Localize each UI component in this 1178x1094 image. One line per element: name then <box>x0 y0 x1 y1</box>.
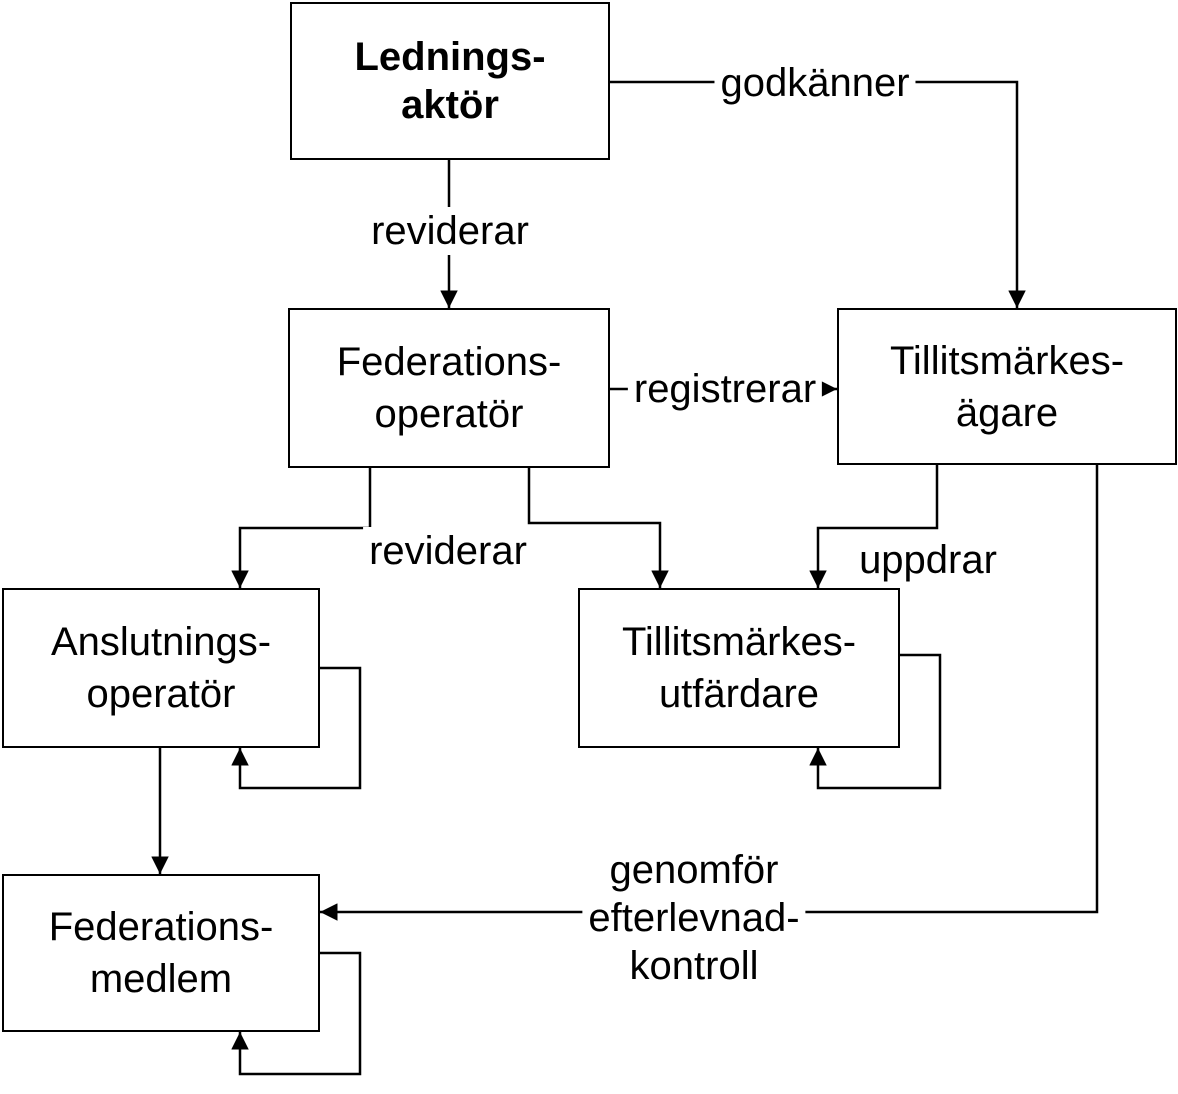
node-federationsmedlem: Federations- medlem <box>2 874 320 1032</box>
node-ledningsaktor: Lednings- aktör <box>290 2 610 160</box>
edge-label-uppdrar: uppdrar <box>853 536 1003 584</box>
node-federationsoperator: Federations- operatör <box>288 308 610 468</box>
edge-selfloop-utfardare <box>809 653 942 790</box>
node-tillitsmarkesutfardare: Tillitsmärkes- utfärdare <box>578 588 900 748</box>
node-anslutningsoperator: Anslutnings- operatör <box>2 588 320 748</box>
edge-label-godkanner: godkänner <box>714 59 916 107</box>
edge-genomfor-efterlevnadkontroll <box>320 465 1099 921</box>
node-tillitsmarkesagare: Tillitsmärkes- ägare <box>837 308 1177 465</box>
edge-selfloop-medlem <box>231 951 362 1076</box>
edge-fedop-to-utfardare <box>527 468 669 588</box>
edge-fedop-to-anslutning <box>231 468 372 588</box>
edge-selfloop-anslutning <box>231 666 362 790</box>
edge-label-registrerar: registrerar <box>627 365 823 413</box>
edge-label-genomfor-efterlevnadkontroll: genomför efterlevnad- kontroll <box>582 846 806 990</box>
edge-label-reviderar-top: reviderar <box>365 207 535 255</box>
edge-uppdrar <box>809 465 939 588</box>
edge-label-reviderar-mid: reviderar <box>363 527 533 575</box>
edge-godkanner <box>610 80 1026 308</box>
